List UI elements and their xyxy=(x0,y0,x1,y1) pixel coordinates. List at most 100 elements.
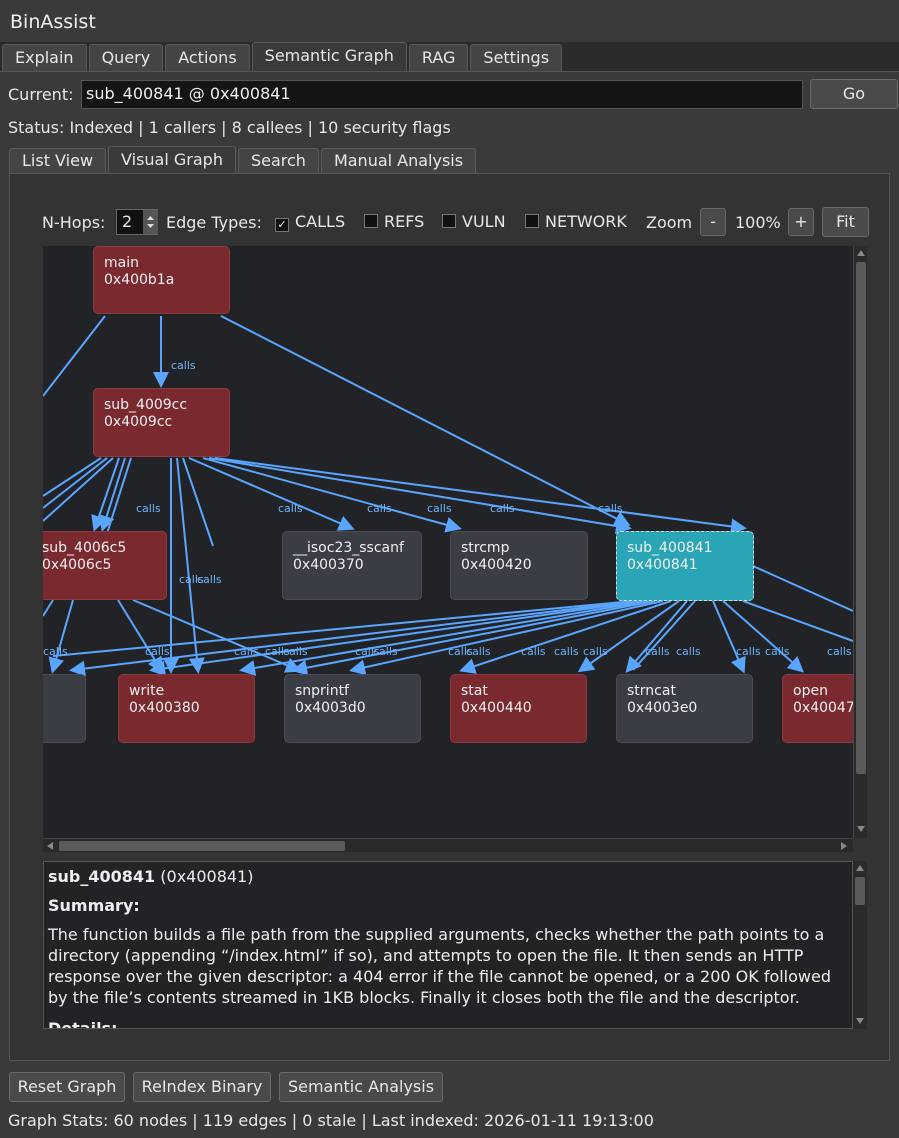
graph-node[interactable]: __isoc23_sscanf 0x400370 xyxy=(282,531,422,600)
zoom-out-button[interactable]: - xyxy=(700,208,726,236)
graph-node[interactable]: snprintf 0x4003d0 xyxy=(284,674,421,743)
graph-node[interactable]: main 0x400b1a xyxy=(93,246,230,314)
tab-manual-analysis[interactable]: Manual Analysis xyxy=(320,148,477,174)
node-name: main xyxy=(104,255,139,271)
zoom-label: Zoom xyxy=(646,213,693,232)
edge-400841-n xyxy=(752,565,853,612)
node-name: __isoc23_sscanf xyxy=(293,540,404,556)
zoom-in-button[interactable]: + xyxy=(788,208,814,236)
graph-node[interactable]: stat 0x400440 xyxy=(450,674,587,743)
graph-canvas[interactable]: calls calls calls calls calls calls call… xyxy=(43,246,853,838)
edge-400841-e xyxy=(291,600,656,676)
edge-label: calls xyxy=(521,645,546,658)
edge-400841-a xyxy=(52,600,634,657)
node-name: sub_4009cc xyxy=(104,397,188,413)
reindex-binary-button[interactable]: ReIndex Binary xyxy=(133,1072,271,1102)
edge-400841-i xyxy=(625,600,688,674)
graph-node[interactable]: strncat 0x4003e0 xyxy=(616,674,753,743)
node-name: sub_4006c5 xyxy=(43,540,127,556)
edge-type-refs[interactable]: REFS xyxy=(364,212,424,231)
edge-label: calls xyxy=(466,645,491,658)
nhops-label: N-Hops: xyxy=(42,213,106,232)
nhops-spinbox[interactable]: 2 xyxy=(116,209,158,235)
edge-type-calls[interactable]: ✓CALLS xyxy=(275,212,345,232)
node-name: sub_400841 xyxy=(627,540,713,556)
edge-400841-f xyxy=(349,600,664,676)
checkbox-icon[interactable] xyxy=(442,214,456,228)
edge-label: calls xyxy=(283,645,308,658)
node-address: 0x4003e0 xyxy=(627,700,698,716)
details-summary-text: The function builds a file path from the… xyxy=(48,925,831,1007)
fit-button[interactable]: Fit xyxy=(822,207,869,237)
tab-rag[interactable]: RAG xyxy=(408,44,469,72)
edge-type-vuln[interactable]: VULN xyxy=(442,212,506,231)
graph-stats-text: Graph Stats: 60 nodes | 119 edges | 0 st… xyxy=(8,1111,654,1130)
edge-label: calls xyxy=(179,573,204,586)
scroll-thumb[interactable] xyxy=(855,877,865,905)
scroll-thumb[interactable] xyxy=(59,841,345,851)
graph-node[interactable] xyxy=(43,674,86,743)
edge-label: calls xyxy=(448,645,473,658)
checkbox-icon[interactable] xyxy=(525,214,539,228)
node-name: strcmp xyxy=(461,540,510,556)
checkbox-checked-icon[interactable]: ✓ xyxy=(275,218,289,232)
edge-type-network-label: NETWORK xyxy=(545,212,627,231)
scroll-thumb[interactable] xyxy=(856,262,866,774)
tab-explain[interactable]: Explain xyxy=(2,44,87,72)
edge-400841-m xyxy=(742,600,853,642)
details-function-address: (0x400841) xyxy=(160,867,254,886)
current-function-field[interactable]: sub_400841 @ 0x400841 xyxy=(81,80,803,109)
scroll-arrows-icon[interactable] xyxy=(43,839,853,853)
edge-label: calls xyxy=(583,645,608,658)
tab-query[interactable]: Query xyxy=(88,44,164,72)
node-address: 0x4009cc xyxy=(104,414,173,430)
details-vertical-scrollbar[interactable] xyxy=(853,861,867,1029)
tab-actions[interactable]: Actions xyxy=(165,44,250,72)
edge-label: calls xyxy=(736,645,761,658)
edge-label: calls xyxy=(278,502,303,515)
scroll-arrows-icon[interactable] xyxy=(853,861,867,1029)
tab-semantic-graph[interactable]: Semantic Graph xyxy=(251,42,407,72)
edge-type-refs-label: REFS xyxy=(384,212,425,231)
graph-node-selected[interactable]: sub_400841 0x400841 xyxy=(616,531,754,601)
node-address: 0x400b1a xyxy=(104,272,175,288)
tab-visual-graph[interactable]: Visual Graph xyxy=(108,146,236,174)
graph-node[interactable]: sub_4006c5 0x4006c5 xyxy=(43,531,167,600)
edge-label: calls xyxy=(43,645,68,658)
edge-label: calls xyxy=(136,502,161,515)
go-button[interactable]: Go xyxy=(810,79,898,109)
graph-node[interactable]: open 0x40047 xyxy=(782,674,853,743)
tab-search[interactable]: Search xyxy=(237,148,319,174)
graph-node[interactable]: write 0x400380 xyxy=(118,674,255,743)
scroll-arrows-icon[interactable] xyxy=(854,246,868,838)
graph-vertical-scrollbar[interactable] xyxy=(853,246,867,838)
edge-label: calls xyxy=(171,359,196,372)
edge-main-offscreen xyxy=(43,315,106,397)
graph-horizontal-scrollbar[interactable] xyxy=(43,838,853,852)
edge-4009cc-k xyxy=(202,457,462,533)
node-address: 0x400370 xyxy=(293,557,364,573)
edge-4006c5-b xyxy=(48,599,74,674)
edge-label: calls xyxy=(645,645,670,658)
edge-400841-k xyxy=(712,600,746,674)
edge-label: calls xyxy=(554,645,579,658)
edge-4009cc-l xyxy=(208,457,632,534)
edge-label: calls xyxy=(145,645,170,658)
reset-graph-button[interactable]: Reset Graph xyxy=(9,1072,125,1102)
tab-list-view[interactable]: List View xyxy=(9,148,107,174)
edge-400841-h xyxy=(577,600,680,673)
graph-node[interactable]: strcmp 0x400420 xyxy=(450,531,588,600)
graph-node[interactable]: sub_4009cc 0x4009cc xyxy=(93,388,230,457)
checkbox-icon[interactable] xyxy=(364,214,378,228)
spin-arrows-icon[interactable] xyxy=(143,210,158,234)
edge-type-network[interactable]: NETWORK xyxy=(525,212,627,231)
node-name: snprintf xyxy=(295,683,349,699)
edge-4006c5-a xyxy=(43,599,54,617)
edge-4009cc-e xyxy=(98,457,126,532)
edge-type-vuln-label: VULN xyxy=(462,212,506,231)
status-text: Status: Indexed | 1 callers | 8 callees … xyxy=(8,118,451,137)
node-address: 0x40047 xyxy=(793,700,853,716)
semantic-analysis-button[interactable]: Semantic Analysis xyxy=(279,1072,443,1102)
tab-settings[interactable]: Settings xyxy=(470,44,563,72)
edge-label: calls xyxy=(367,502,392,515)
